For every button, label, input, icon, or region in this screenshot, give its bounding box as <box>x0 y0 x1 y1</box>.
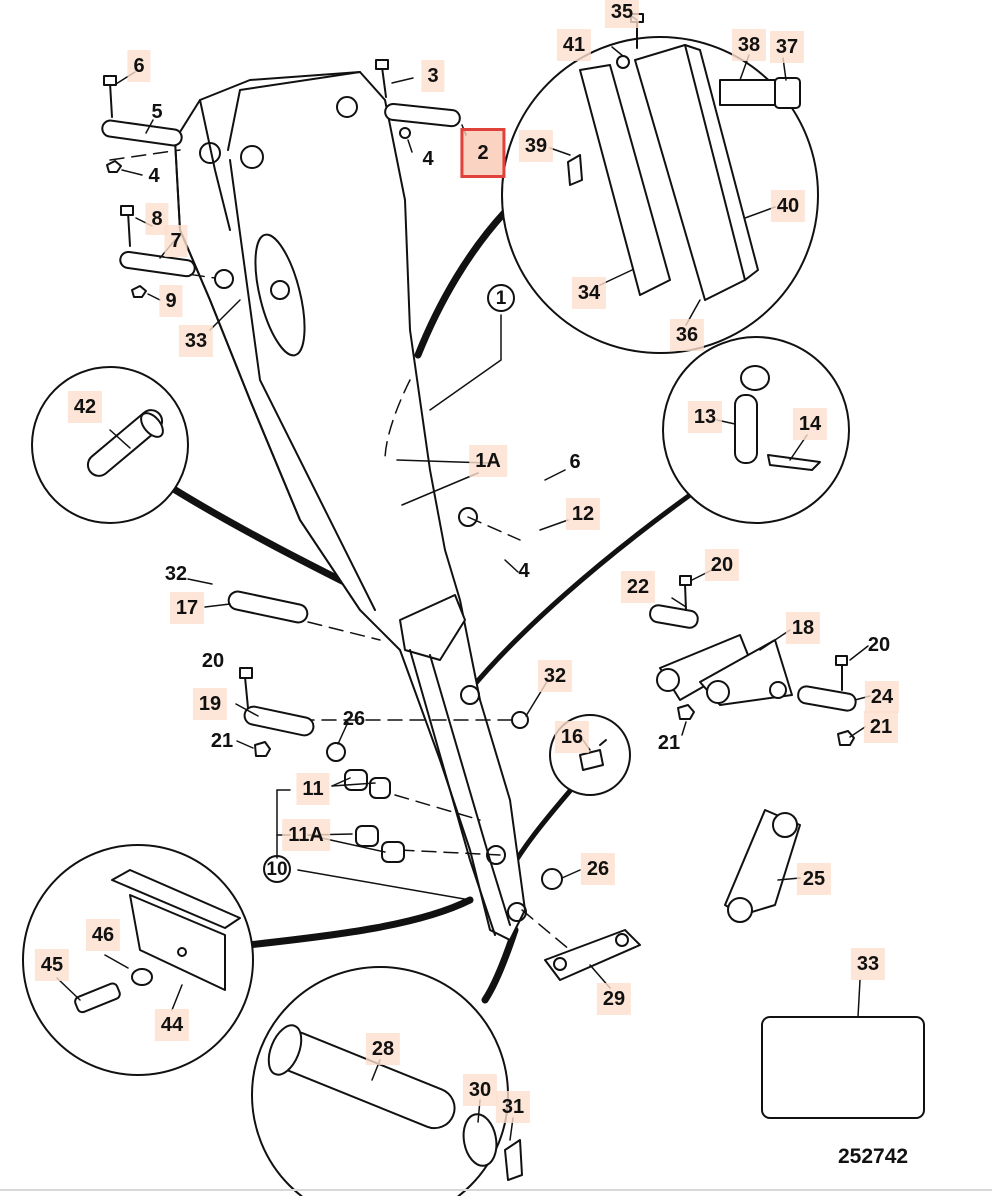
plate-29 <box>544 929 641 981</box>
callout-31[interactable]: 31 <box>495 1091 531 1123</box>
callout-3[interactable]: 3 <box>421 60 445 92</box>
callout-1A[interactable]: 1A <box>469 445 507 477</box>
callout-6-top[interactable]: 6 <box>127 50 151 82</box>
callout-34-b[interactable]: 32 <box>537 660 573 692</box>
callout-21-a[interactable]: 21 <box>863 711 899 743</box>
callout-33[interactable]: 33 <box>850 948 886 980</box>
callout-12[interactable]: 12 <box>565 498 601 530</box>
bottom-divider <box>0 1189 992 1191</box>
callout-38[interactable]: 37 <box>769 31 805 63</box>
detail-wear-pads <box>501 13 819 354</box>
callout-39[interactable]: 38 <box>731 29 767 61</box>
left-hardware <box>101 59 461 298</box>
callout-20-c[interactable]: 20 <box>201 650 225 672</box>
detail-bracket <box>22 844 254 1076</box>
callout-21-b[interactable]: 21 <box>210 730 234 752</box>
callout-5[interactable]: 5 <box>151 101 163 123</box>
detail-pin-43 <box>31 366 189 524</box>
callout-28[interactable]: 28 <box>365 1033 401 1065</box>
callout-20-b[interactable]: 20 <box>867 634 891 656</box>
callout-1[interactable]: 1 <box>487 284 515 312</box>
callout-36[interactable]: 35 <box>604 0 640 28</box>
callout-17[interactable]: 17 <box>169 592 205 624</box>
callout-45[interactable]: 45 <box>34 949 70 981</box>
callout-44[interactable]: 44 <box>154 1009 190 1041</box>
callout-46[interactable]: 46 <box>85 919 121 951</box>
callout-21-c[interactable]: 21 <box>657 732 681 754</box>
callout-35[interactable]: 34 <box>571 277 607 309</box>
callout-18[interactable]: 18 <box>785 612 821 644</box>
detail-lynch-pin <box>662 336 850 524</box>
callout-6-mid[interactable]: 6 <box>569 451 581 473</box>
callout-14[interactable]: 14 <box>792 408 828 440</box>
callout-7[interactable]: 7 <box>164 225 188 257</box>
callout-42[interactable]: 41 <box>556 29 592 61</box>
callout-16[interactable]: 16 <box>554 721 590 753</box>
callout-4-a[interactable]: 4 <box>422 148 434 170</box>
callout-29[interactable]: 29 <box>596 983 632 1015</box>
callout-10[interactable]: 10 <box>263 855 291 883</box>
callout-8[interactable]: 8 <box>145 203 169 235</box>
callout-22[interactable]: 22 <box>620 571 656 603</box>
callout-34-a[interactable]: 32 <box>164 563 188 585</box>
dipper-arm <box>174 71 527 941</box>
callout-24[interactable]: 24 <box>864 681 900 713</box>
callout-4-b[interactable]: 4 <box>148 165 160 187</box>
label-box-33 <box>761 1016 925 1119</box>
callout-25[interactable]: 25 <box>796 863 832 895</box>
callout-13[interactable]: 13 <box>687 401 723 433</box>
link-25 <box>724 809 801 923</box>
callout-20-a[interactable]: 20 <box>704 549 740 581</box>
alignment-lines <box>109 149 571 951</box>
detail-pin-28 <box>251 966 523 1196</box>
callout-11[interactable]: 11 <box>296 773 330 805</box>
callout-4-c[interactable]: 4 <box>518 560 530 582</box>
linkage-hardware <box>649 575 857 746</box>
callout-26-a[interactable]: 26 <box>342 708 366 730</box>
callout-9[interactable]: 9 <box>159 285 183 317</box>
callout-19[interactable]: 19 <box>192 688 228 720</box>
callout-37[interactable]: 36 <box>669 319 705 351</box>
callout-41[interactable]: 40 <box>770 190 806 222</box>
callout-32[interactable]: 33 <box>178 325 214 357</box>
callout-11A[interactable]: 11A <box>282 819 330 851</box>
callout-2-selected[interactable]: 2 <box>460 128 506 178</box>
drawing-reference-number: 252742 <box>838 1145 909 1168</box>
callout-40[interactable]: 39 <box>518 130 554 162</box>
callout-26-b[interactable]: 26 <box>580 853 616 885</box>
callout-30[interactable]: 30 <box>462 1074 498 1106</box>
callout-43[interactable]: 42 <box>67 391 103 423</box>
